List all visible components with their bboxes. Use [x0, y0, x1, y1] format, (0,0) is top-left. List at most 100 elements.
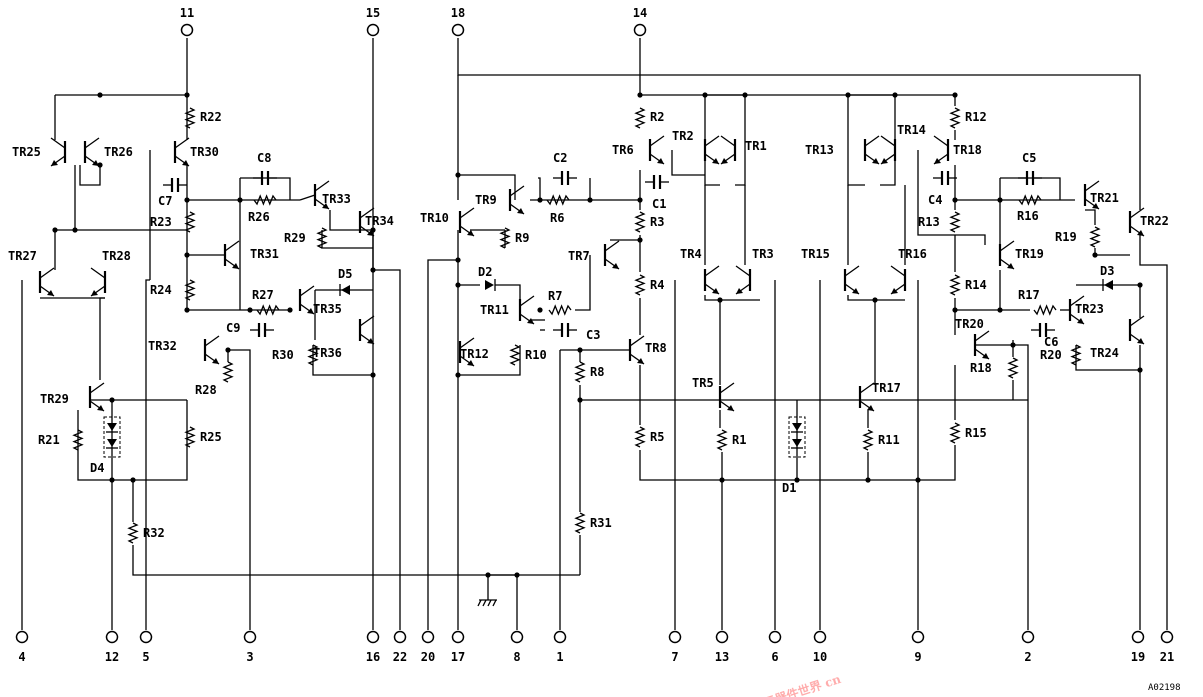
- pin-bottom-20: 20: [421, 630, 435, 664]
- resistor-r15: R15: [949, 422, 987, 444]
- diode-d4: D4: [90, 416, 121, 475]
- pin-bottom-13: 13: [715, 630, 729, 664]
- c3-label: C3: [586, 328, 600, 342]
- pin-top-18: 18: [451, 6, 465, 37]
- transistor-tr1: TR1: [720, 135, 767, 165]
- pin-bottom-6: 6: [768, 630, 782, 664]
- pin-label: 8: [513, 650, 520, 664]
- r20-label: R20: [1040, 348, 1062, 362]
- pin-label: 4: [18, 650, 25, 664]
- resistor-r18: R18: [970, 357, 1019, 379]
- resistor-r10: R10: [509, 344, 547, 366]
- tr14-label: TR14: [897, 123, 926, 137]
- capacitor-c3: C3: [553, 323, 600, 342]
- transistor-tr9: TR9: [475, 185, 525, 215]
- tr30-label: TR30: [190, 145, 219, 159]
- transistor-tr13: TR13: [805, 135, 880, 165]
- pin-label: 22: [393, 650, 407, 664]
- pin-bottom-7: 7: [668, 630, 682, 664]
- pin-label: 2: [1024, 650, 1031, 664]
- tr10-label: TR10: [420, 211, 449, 225]
- r17-label: R17: [1018, 288, 1040, 302]
- c9-label: C9: [226, 321, 240, 335]
- resistor-r28: R28: [195, 361, 234, 397]
- r10-label: R10: [525, 348, 547, 362]
- pin-label: 21: [1160, 650, 1174, 664]
- tr18-label: TR18: [953, 143, 982, 157]
- tr21-label: TR21: [1090, 191, 1119, 205]
- diode-d1: D1: [782, 416, 806, 495]
- transistor-tr7: TR7: [568, 240, 620, 270]
- transistor-tr6: TR6: [612, 135, 665, 165]
- transistor-tr30: TR30: [173, 137, 219, 167]
- r26-label: R26: [248, 210, 270, 224]
- pin-bottom-21: 21: [1160, 630, 1174, 664]
- transistor-tr14: TR14: [880, 123, 926, 165]
- tr4-label: TR4: [680, 247, 702, 261]
- tr34-label: TR34: [365, 214, 394, 228]
- resistor-r11: R11: [862, 429, 900, 451]
- tr17-label: TR17: [872, 381, 901, 395]
- c6-label: C6: [1044, 335, 1058, 349]
- tr26-label: TR26: [104, 145, 133, 159]
- r22-label: R22: [200, 110, 222, 124]
- resistor-r21: R21: [38, 429, 84, 451]
- resistor-r23: R23: [150, 211, 196, 233]
- resistor-r7: R7: [548, 289, 572, 316]
- resistor-r19: R19: [1055, 226, 1101, 248]
- pin-bottom-4: 4: [15, 630, 29, 664]
- transistor-tr10: TR10: [420, 207, 475, 237]
- r27-label: R27: [252, 288, 274, 302]
- resistor-r30: R30: [272, 344, 319, 366]
- transistor-tr23: TR23: [1068, 295, 1104, 325]
- pin-label: 1: [556, 650, 563, 664]
- capacitor-c5: C5: [1018, 151, 1042, 185]
- reference-code: A02198: [1148, 683, 1181, 693]
- pin-label: 14: [633, 6, 647, 20]
- pin-label: 5: [142, 650, 149, 664]
- transistor-tr32: TR32: [148, 335, 220, 365]
- resistor-r17: R17: [1018, 288, 1057, 316]
- pin-label: 15: [366, 6, 380, 20]
- pin-label: 19: [1131, 650, 1145, 664]
- r2-label: R2: [650, 110, 664, 124]
- transistor-tr12: TR12: [458, 337, 489, 367]
- capacitor-c7: C7: [158, 178, 187, 208]
- transistor-tr33: TR33: [313, 180, 351, 210]
- r23-label: R23: [150, 215, 172, 229]
- tr9-label: TR9: [475, 193, 497, 207]
- resistor-r4: R4: [634, 274, 664, 296]
- capacitor-c6: C6: [1031, 323, 1058, 349]
- tr35-label: TR35: [313, 302, 342, 316]
- transistor-tr31: TR31: [223, 240, 279, 270]
- tr8-label: TR8: [645, 341, 667, 355]
- r8-label: R8: [590, 365, 604, 379]
- pin-bottom-19: 19: [1131, 630, 1145, 664]
- c5-label: C5: [1022, 151, 1036, 165]
- resistor-r32: R32: [127, 522, 165, 544]
- transistor-tr11: TR11: [480, 295, 535, 325]
- r11-label: R11: [878, 433, 900, 447]
- resistor-r16: R16: [1017, 194, 1042, 223]
- tr13-label: TR13: [805, 143, 834, 157]
- r19-label: R19: [1055, 230, 1077, 244]
- ground-icon: [477, 599, 497, 607]
- pin-bottom-16: 16: [366, 630, 380, 664]
- resistor-r2: R2: [634, 107, 664, 129]
- transistor-tr26: TR26: [83, 137, 133, 167]
- pin-label: 12: [105, 650, 119, 664]
- resistor-r5: R5: [634, 426, 664, 448]
- resistor-r3: R3: [634, 211, 664, 233]
- resistor-r9: R9: [499, 227, 529, 249]
- tr23-label: TR23: [1075, 302, 1104, 316]
- pin-label: 13: [715, 650, 729, 664]
- r29-label: R29: [284, 231, 306, 245]
- pin-label: 18: [451, 6, 465, 20]
- capacitor-c9: C9: [226, 321, 274, 337]
- c8-label: C8: [257, 151, 271, 165]
- d1-label: D1: [782, 481, 796, 495]
- capacitor-c4: C4: [928, 171, 957, 207]
- r25-label: R25: [200, 430, 222, 444]
- pin-top-15: 15: [366, 6, 380, 37]
